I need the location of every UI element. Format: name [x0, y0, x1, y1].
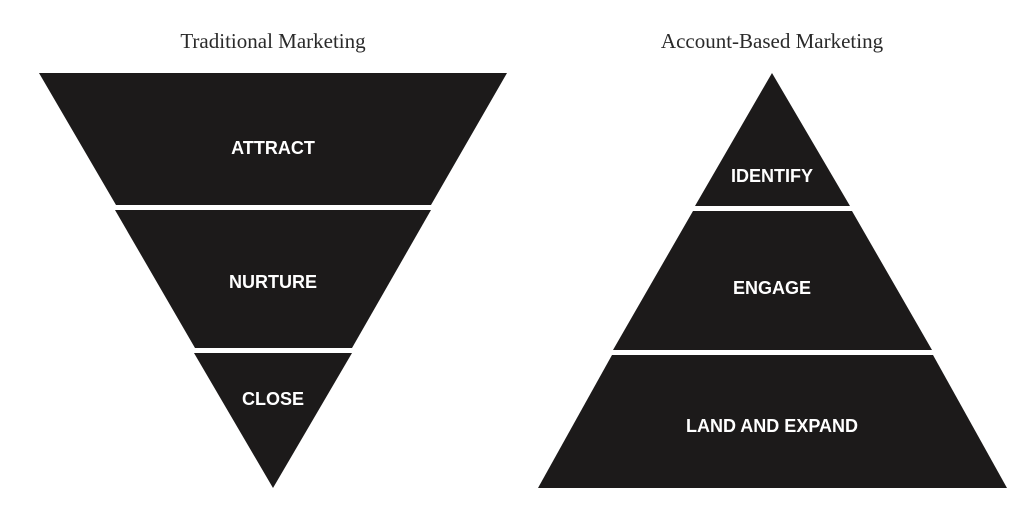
- pyramid-segment-land-and-expand: [538, 355, 1007, 488]
- traditional-heading: Traditional Marketing: [180, 29, 366, 53]
- pyramid-segment-engage: [613, 211, 932, 350]
- pyramid-label-engage: ENGAGE: [733, 278, 811, 298]
- pyramid-label-land-and-expand: LAND AND EXPAND: [686, 416, 858, 436]
- pyramid-label-identify: IDENTIFY: [731, 166, 813, 186]
- account-based-heading: Account-Based Marketing: [661, 29, 884, 53]
- funnel-label-attract: ATTRACT: [231, 138, 315, 158]
- funnel-segment-close: [194, 353, 352, 488]
- funnel-segment-nurture: [115, 210, 431, 348]
- funnel-label-nurture: NURTURE: [229, 272, 317, 292]
- account-based-pyramid: Account-Based Marketing IDENTIFY ENGAGE …: [538, 29, 1007, 488]
- pyramid-segment-identify: [695, 73, 850, 206]
- funnel-segment-attract: [39, 73, 507, 205]
- funnel-label-close: CLOSE: [242, 389, 304, 409]
- traditional-funnel: Traditional Marketing ATTRACT NURTURE CL…: [39, 29, 507, 488]
